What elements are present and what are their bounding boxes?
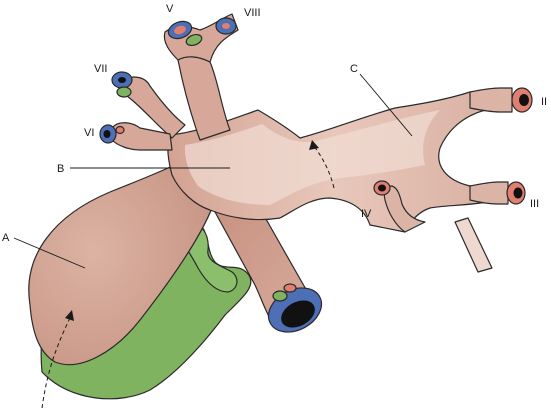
portal-trunk-lumen <box>281 300 315 328</box>
label-b: B <box>57 163 64 175</box>
sac-a <box>28 159 216 366</box>
label-segment-iv: IV <box>361 208 372 220</box>
label-segment-iii: III <box>530 198 539 210</box>
branch-vi <box>111 122 173 151</box>
label-segment-vi: VI <box>84 127 94 139</box>
branch-ii <box>469 87 513 113</box>
dashed-arrow-up-icon <box>309 140 335 189</box>
bile-duct-loop <box>182 224 238 293</box>
branch-v-viii <box>177 56 231 141</box>
label-segment-v: V <box>166 3 174 15</box>
label-segment-ii: II <box>541 96 547 108</box>
artery-small-opening <box>272 290 288 302</box>
confluence-highlight <box>184 110 440 205</box>
segment-iii-lumen <box>513 187 523 199</box>
dashed-arrow-up-icon <box>41 310 74 409</box>
duct-small-opening <box>283 283 297 293</box>
segment-viii-lumen <box>222 23 230 29</box>
segment-ii-lumen <box>519 94 529 106</box>
branch-iv <box>383 185 426 233</box>
label-c: C <box>350 63 358 75</box>
label-a: A <box>2 232 10 244</box>
segment-vi-lumen <box>103 130 111 138</box>
label-segment-viii: VIII <box>244 7 261 19</box>
lower-right-vessel <box>454 217 493 273</box>
leader-c <box>359 73 413 137</box>
leader-a <box>13 237 86 269</box>
segment-vii-opening-green <box>116 86 132 98</box>
segment-vii-lumen <box>118 77 126 83</box>
segment-vi-opening-red <box>115 125 125 135</box>
segment-v-opening-green <box>185 33 203 47</box>
segment-v-lumen <box>174 25 186 35</box>
branch-iii <box>469 181 509 205</box>
segment-iv-lumen <box>378 184 386 192</box>
label-segment-vii: VII <box>94 63 107 75</box>
